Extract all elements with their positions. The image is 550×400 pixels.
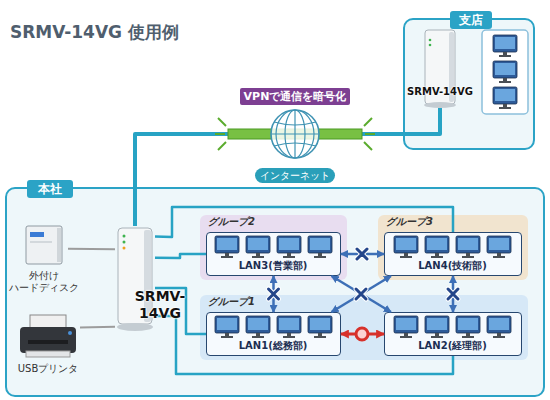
internet-globe bbox=[294, 110, 295, 158]
lan-box: LAN3(営業部) bbox=[206, 232, 341, 276]
lan-label: LAN1(総務部) bbox=[207, 340, 339, 352]
vpn-pipe bbox=[215, 133, 225, 135]
internet-node: VPNで通信を暗号化インターネット bbox=[228, 85, 362, 185]
storage-node: 外付け ハードディスク bbox=[20, 222, 68, 266]
group-band: グループ2LAN3(営業部) bbox=[200, 215, 347, 280]
vpn-pipe bbox=[218, 118, 226, 126]
internet-globe bbox=[285, 110, 305, 158]
vpn-pipe bbox=[365, 133, 375, 135]
group-label: グループ3 bbox=[386, 216, 486, 228]
internet-globe bbox=[271, 122, 319, 146]
site-box: 支店SRMV-14VG bbox=[403, 18, 535, 150]
internet-globe bbox=[271, 110, 319, 158]
lan-label: LAN4(技術部) bbox=[385, 260, 520, 272]
vpn-pipe bbox=[364, 142, 372, 150]
group-label: グループ1 bbox=[208, 296, 308, 308]
group-band: グループ1LAN1(総務部) LAN2(経理部) bbox=[200, 295, 528, 360]
vpn-note: VPNで通信を暗号化 bbox=[240, 88, 350, 105]
vpn-pipe bbox=[218, 142, 226, 150]
router-node: SRMV-14VG bbox=[410, 28, 470, 108]
vpn-pipe bbox=[364, 118, 372, 126]
site-tab: 支店 bbox=[450, 11, 492, 29]
internet-globe bbox=[276, 110, 314, 158]
lan-box: LAN4(技術部) bbox=[384, 232, 522, 276]
vpn-pipe bbox=[215, 118, 375, 150]
site-tab: 本社 bbox=[27, 180, 73, 198]
internet-globe bbox=[271, 110, 319, 158]
printer-node: USBプリンタ bbox=[15, 313, 80, 361]
device-label: USBプリンタ bbox=[8, 363, 88, 375]
group-band: グループ3LAN4(技術部) bbox=[378, 215, 528, 280]
site-box: 本社SRMV-14VG外付け ハードディスクUSBプリンタグループ2LAN3(営… bbox=[5, 187, 545, 397]
lan-box: LAN2(経理部) bbox=[384, 312, 522, 356]
device-label: 外付け ハードディスク bbox=[4, 270, 84, 294]
network-label: インターネット bbox=[255, 168, 335, 183]
group-label: グループ2 bbox=[208, 216, 308, 228]
lan-label: LAN3(営業部) bbox=[207, 260, 339, 272]
vpn-pipe bbox=[228, 129, 362, 139]
device-label: SRMV-14VG bbox=[115, 288, 205, 322]
vpn-pipe bbox=[215, 118, 375, 150]
router-node: SRMV-14VG bbox=[115, 226, 155, 332]
lan-box: LAN1(総務部) bbox=[206, 312, 341, 356]
device-label: SRMV-14VG bbox=[405, 86, 475, 98]
lan-label: LAN2(経理部) bbox=[385, 340, 520, 352]
page-title: SRMV-14VG 使用例 bbox=[10, 22, 310, 42]
